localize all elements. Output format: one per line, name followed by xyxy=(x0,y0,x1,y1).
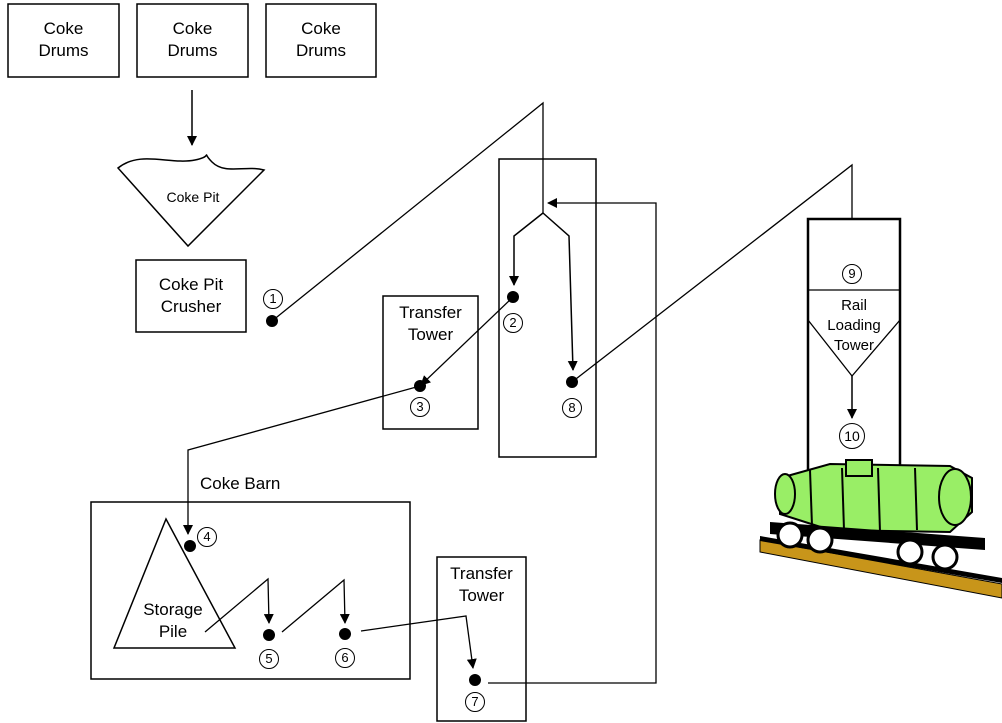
central-transfer-box xyxy=(499,159,596,457)
point-7-number: 7 xyxy=(465,692,485,712)
point-8-dot xyxy=(566,376,578,388)
conveyor-5-6 xyxy=(282,580,345,632)
point-3-number: 3 xyxy=(410,397,430,417)
point-2-number: 2 xyxy=(503,313,523,333)
coke-pit-shape xyxy=(118,155,264,246)
point-7-dot xyxy=(469,674,481,686)
point-9-number: 9 xyxy=(842,264,862,284)
conveyor-6-7 xyxy=(361,616,473,668)
point-1-number: 1 xyxy=(263,289,283,309)
transfer-tower-1-box xyxy=(383,296,478,429)
rail-tank-car xyxy=(760,460,1002,598)
point-5-number: 5 xyxy=(259,649,279,669)
point-10-number: 10 xyxy=(839,423,865,449)
point-4-dot xyxy=(184,540,196,552)
coke-drum-box-2 xyxy=(137,4,248,77)
point-3-dot xyxy=(414,380,426,392)
point-1-dot xyxy=(266,315,278,327)
point-5-dot xyxy=(263,629,275,641)
coke-drum-box-3 xyxy=(266,4,376,77)
coke-drum-box-1 xyxy=(8,4,119,77)
point-8-number: 8 xyxy=(562,398,582,418)
point-2-dot xyxy=(507,291,519,303)
conveyor-pile-5 xyxy=(205,579,269,632)
point-6-number: 6 xyxy=(335,648,355,668)
point-6-dot xyxy=(339,628,351,640)
crusher-box xyxy=(136,260,246,332)
point-4-number: 4 xyxy=(197,527,217,547)
